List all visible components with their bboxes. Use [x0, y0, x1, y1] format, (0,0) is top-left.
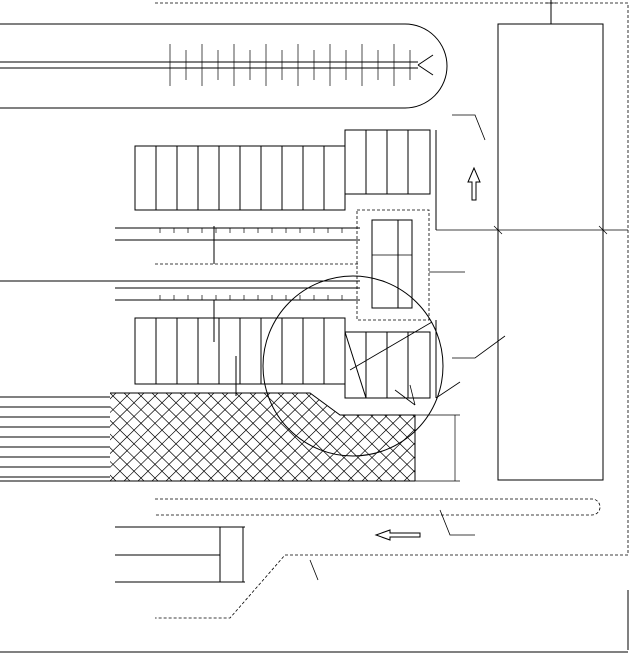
- hatch-line: [193, 393, 285, 481]
- lower-parking-row: [134, 317, 346, 385]
- hatch-line: [418, 393, 508, 481]
- hatched-area: [0, 392, 630, 482]
- upper-parking-stalls: [155, 146, 325, 210]
- hatch-line: [586, 393, 630, 481]
- hatch-line: [235, 393, 327, 481]
- hatch-line: [502, 393, 592, 481]
- hatch-line: [530, 393, 620, 481]
- hatch-line: [165, 393, 257, 481]
- hatch-line: [460, 393, 550, 481]
- entry-gate: [115, 526, 319, 583]
- hatch-line: [572, 393, 630, 481]
- detail-leader-4: [435, 381, 461, 399]
- hatch-line: [488, 393, 578, 481]
- hatch-line: [361, 393, 415, 481]
- spine-tick-marks: [169, 44, 411, 86]
- north-building: [0, 23, 448, 109]
- hatch-line: [418, 393, 508, 481]
- right-lower-parking-row: [344, 320, 437, 399]
- hatch-line: [110, 393, 145, 481]
- central-island: [356, 209, 465, 321]
- hatch-line: [221, 393, 313, 481]
- hatch-line: [151, 393, 243, 481]
- hatch-line: [403, 393, 415, 481]
- detail-circle: [262, 275, 444, 457]
- hatch-line: [600, 393, 630, 481]
- hatch-line: [460, 393, 550, 481]
- east-building: [436, 0, 628, 481]
- hatch-line: [474, 393, 564, 481]
- hatch-line: [110, 393, 131, 481]
- hatch-line: [488, 393, 578, 481]
- drive-aisles: [0, 226, 360, 396]
- hatch-line: [375, 393, 415, 481]
- hatch-line: [474, 393, 564, 481]
- hatch-line: [502, 393, 592, 481]
- hatch-line: [110, 393, 201, 481]
- hatch-line: [558, 393, 630, 481]
- hatch-line: [123, 393, 215, 481]
- hatch-line: [432, 393, 522, 481]
- leader-middle-right: [452, 335, 506, 359]
- hatch-line: [432, 393, 522, 481]
- hatch-line: [137, 393, 229, 481]
- hatch-line: [179, 393, 271, 481]
- hatch-line: [403, 393, 415, 481]
- hatch-line: [544, 393, 630, 481]
- hatch-line: [249, 393, 341, 481]
- hatch-line: [516, 393, 606, 481]
- hatch-line: [544, 393, 630, 481]
- left-road-lines: [0, 396, 110, 478]
- hatch-line: [347, 393, 415, 481]
- hatch-line: [110, 393, 145, 481]
- hatch-line: [389, 393, 415, 481]
- detail-leader-1: [349, 321, 433, 371]
- hatch-line: [110, 393, 131, 481]
- leader-upper-right: [452, 114, 486, 141]
- hatch-line: [600, 393, 630, 481]
- hatch-line: [530, 393, 620, 481]
- access-road: [155, 498, 601, 541]
- hatch-line: [110, 393, 173, 481]
- upper-parking-row: [134, 145, 346, 211]
- lower-parking-stalls: [155, 318, 325, 384]
- hatch-line: [110, 393, 187, 481]
- hatch-line: [446, 393, 536, 481]
- hatch-line: [558, 393, 630, 481]
- hatch-line: [207, 393, 299, 481]
- detail-leader-2: [394, 389, 416, 406]
- hatch-line: [586, 393, 630, 481]
- right-upper-parking-row: [344, 129, 437, 230]
- hatch-line: [446, 393, 536, 481]
- detail-leader-3: [409, 384, 416, 406]
- hatch-line: [572, 393, 630, 481]
- hatch-line: [110, 393, 159, 481]
- north-arrow: [467, 166, 481, 201]
- hatch-line: [516, 393, 606, 481]
- aisle-tick-marks: [159, 228, 343, 300]
- west-arrow: [374, 529, 421, 541]
